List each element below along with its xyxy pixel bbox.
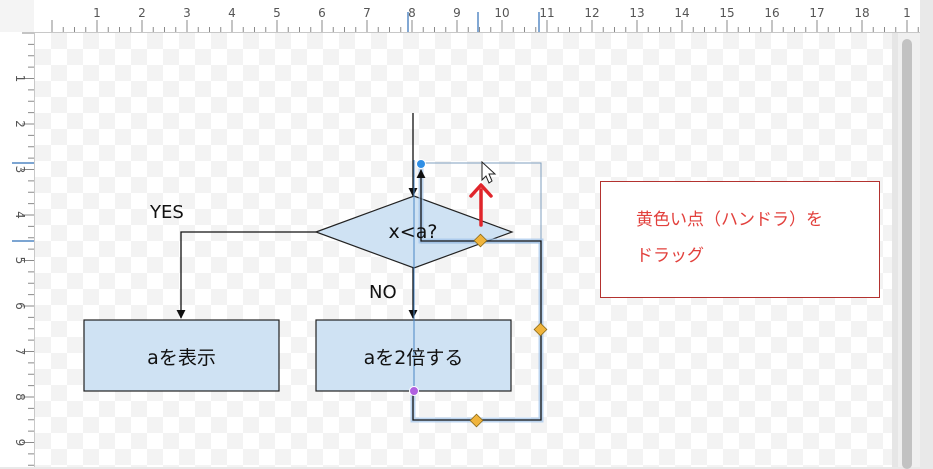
vertical-ruler[interactable]: 1 2 3 4 5 6 7 8 9 [0,32,35,467]
instruction-note[interactable]: 黄色い点（ハンドラ）を ドラッグ [600,181,880,298]
connector-yes[interactable] [176,231,316,319]
ruler-number: 3 [13,166,27,174]
process-label-display: aを表示 [147,347,216,369]
ruler-number: 9 [13,439,27,447]
startpoint-handle-purple[interactable] [409,386,419,396]
segment-handle-yellow[interactable] [473,233,488,248]
ruler-number: 15 [719,6,734,20]
ruler-number: 3 [183,6,191,20]
vertical-scrollbar[interactable] [898,33,920,469]
ruler-number: 4 [13,211,27,219]
ruler-number: 16 [764,6,779,20]
ruler-number: 11 [539,6,554,20]
segment-handle-yellow[interactable] [469,413,484,428]
ruler-number: 8 [408,6,416,20]
ruler-number: 1 [93,6,101,20]
note-line-1: 黄色い点（ハンドラ）を [636,210,823,230]
ruler-number: 12 [584,6,599,20]
ruler-number: 6 [13,302,27,310]
process-label-double: aを2倍する [363,347,464,369]
mouse-cursor-icon [481,160,497,184]
ruler-number: 8 [13,393,27,401]
endpoint-handle-blue[interactable] [416,159,426,169]
segment-handle-yellow[interactable] [533,322,548,337]
edge-label-yes: YES [150,202,184,223]
ruler-number: 13 [629,6,644,20]
scrollbar-thumb[interactable] [902,39,912,469]
vertical-ruler-graphic: 1 2 3 4 5 6 7 8 9 [12,32,34,466]
ruler-number: 6 [318,6,326,20]
process-box-display[interactable] [83,319,280,392]
ruler-number: 18 [854,6,869,20]
drag-direction-arrowhead [469,183,493,198]
ruler-number: 7 [363,6,371,20]
ruler-number: 10 [494,6,509,20]
ruler-number: 1 [903,6,911,20]
ruler-number: 4 [228,6,236,20]
ruler-number: 5 [13,257,27,265]
ruler-number: 14 [674,6,689,20]
note-line-2: ドラッグ [636,246,704,266]
edge-label-no: NO [369,282,397,303]
page-edge [892,33,898,467]
ruler-number: 2 [138,6,146,20]
window-margin [920,0,933,467]
ruler-number: 7 [13,348,27,356]
ruler-number: 9 [453,6,461,20]
ruler-number: 17 [809,6,824,20]
ruler-number: 2 [13,120,27,128]
ruler-number: 5 [273,6,281,20]
decision-label: x<a? [388,221,438,243]
ruler-number: 1 [13,75,27,83]
instruction-note-text: 黄色い点（ハンドラ）を ドラッグ [636,202,876,274]
